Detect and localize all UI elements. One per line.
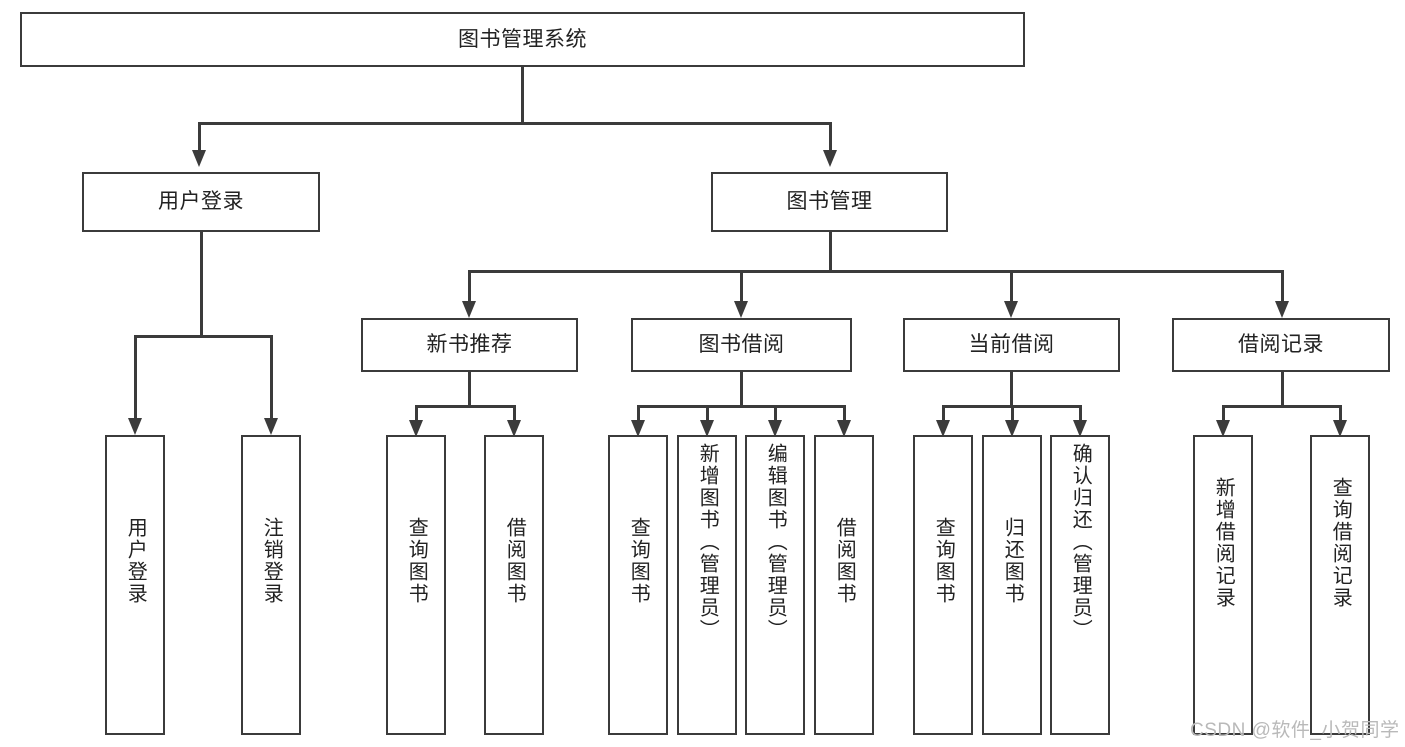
node-leaf-logout[interactable]: 注销登录 <box>241 435 301 735</box>
arrowhead-to-user-login <box>192 150 206 167</box>
arrowhead-leaf-edit-book <box>768 420 782 437</box>
node-leaf-query-book-3[interactable]: 查询图书 <box>913 435 973 735</box>
arrowhead-leaf-return-book <box>1005 420 1019 437</box>
arrowhead-leaf-add-record <box>1216 420 1230 437</box>
node-leaf-query-record-label: 查询借阅记录 <box>1329 477 1352 609</box>
node-new-book-recommend-label: 新书推荐 <box>426 333 513 357</box>
arrowhead-to-book-manage <box>823 150 837 167</box>
node-leaf-borrow-book-1-label: 借阅图书 <box>503 517 526 605</box>
edge-book-manage-drop-3 <box>1010 270 1013 301</box>
node-book-manage[interactable]: 图书管理 <box>711 172 948 232</box>
edge-bb-drop-4 <box>843 405 846 420</box>
arrowhead-to-book-borrow <box>734 301 748 318</box>
edge-nbr-drop-2 <box>513 405 516 420</box>
node-current-borrow-label: 当前借阅 <box>968 333 1055 357</box>
arrowhead-to-current-borrow <box>1004 301 1018 318</box>
node-leaf-return-book[interactable]: 归还图书 <box>982 435 1042 735</box>
edge-book-manage-bus <box>468 270 1281 273</box>
edge-br-drop-1 <box>1222 405 1225 420</box>
node-leaf-add-record[interactable]: 新增借阅记录 <box>1193 435 1253 735</box>
node-root[interactable]: 图书管理系统 <box>20 12 1025 67</box>
edge-user-login-stem <box>200 232 203 335</box>
node-leaf-query-book-3-label: 查询图书 <box>932 517 955 605</box>
edge-book-manage-stem <box>829 232 832 270</box>
watermark-text: CSDN @软件_小贺同学 <box>1190 720 1400 741</box>
node-leaf-query-book-2-label: 查询图书 <box>627 517 650 605</box>
node-leaf-borrow-book-2-label: 借阅图书 <box>833 517 856 605</box>
arrowhead-leaf-borrow-book-2 <box>837 420 851 437</box>
node-leaf-query-record[interactable]: 查询借阅记录 <box>1310 435 1370 735</box>
edge-cb-stem <box>1010 372 1013 405</box>
node-user-login[interactable]: 用户登录 <box>82 172 320 232</box>
node-leaf-edit-book[interactable]: 编辑图书（管理员） <box>745 435 805 735</box>
node-leaf-borrow-book-2[interactable]: 借阅图书 <box>814 435 874 735</box>
node-leaf-borrow-book-1[interactable]: 借阅图书 <box>484 435 544 735</box>
node-user-login-label: 用户登录 <box>158 190 244 214</box>
node-borrow-record-label: 借阅记录 <box>1238 333 1324 357</box>
edge-root-drop-right <box>829 122 832 150</box>
node-book-borrow-label: 图书借阅 <box>698 333 785 357</box>
edge-nbr-drop-1 <box>415 405 418 420</box>
edge-cb-drop-2 <box>1011 405 1014 420</box>
arrowhead-leaf-query-book-3 <box>936 420 950 437</box>
node-leaf-query-book-1[interactable]: 查询图书 <box>386 435 446 735</box>
edge-book-manage-drop-2 <box>740 270 743 301</box>
arrowhead-to-borrow-record <box>1275 301 1289 318</box>
arrowhead-leaf-query-book-2 <box>631 420 645 437</box>
arrowhead-leaf-add-book <box>700 420 714 437</box>
node-leaf-query-book-2[interactable]: 查询图书 <box>608 435 668 735</box>
edge-root-drop-left <box>198 122 201 150</box>
node-leaf-add-book-label: 新增图书（管理员） <box>696 443 719 641</box>
edge-bb-drop-1 <box>637 405 640 420</box>
node-leaf-edit-book-label: 编辑图书（管理员） <box>764 443 787 641</box>
edge-nbr-stem <box>468 372 471 405</box>
node-leaf-user-login[interactable]: 用户登录 <box>105 435 165 735</box>
node-book-borrow[interactable]: 图书借阅 <box>631 318 852 372</box>
node-leaf-user-login-label: 用户登录 <box>124 517 147 605</box>
arrowhead-leaf-confirm-return <box>1073 420 1087 437</box>
edge-nbr-bus <box>415 405 513 408</box>
edge-root-stem <box>521 67 524 122</box>
node-leaf-logout-label: 注销登录 <box>260 517 283 605</box>
edge-book-manage-drop-1 <box>468 270 471 301</box>
node-leaf-query-book-1-label: 查询图书 <box>405 517 428 605</box>
arrowhead-to-new-book-recommend <box>462 301 476 318</box>
node-current-borrow[interactable]: 当前借阅 <box>903 318 1120 372</box>
node-book-manage-label: 图书管理 <box>786 190 873 214</box>
edge-cb-drop-1 <box>942 405 945 420</box>
arrowhead-leaf-user-login <box>128 418 142 435</box>
edge-user-login-drop-2 <box>270 335 273 418</box>
edge-bb-drop-2 <box>706 405 709 420</box>
edge-user-login-drop-1 <box>134 335 137 418</box>
node-root-label: 图书管理系统 <box>458 27 587 51</box>
arrowhead-leaf-query-book-1 <box>409 420 423 437</box>
arrowhead-leaf-borrow-book-1 <box>507 420 521 437</box>
edge-root-bus <box>198 122 832 125</box>
edge-br-bus <box>1222 405 1340 408</box>
node-leaf-add-record-label: 新增借阅记录 <box>1212 477 1235 609</box>
node-borrow-record[interactable]: 借阅记录 <box>1172 318 1390 372</box>
arrowhead-leaf-query-record <box>1333 420 1347 437</box>
edge-bb-drop-3 <box>774 405 777 420</box>
edge-bb-stem <box>740 372 743 405</box>
edge-br-stem <box>1281 372 1284 405</box>
edge-bb-bus <box>637 405 845 408</box>
arrowhead-leaf-logout <box>264 418 278 435</box>
edge-br-drop-2 <box>1339 405 1342 420</box>
node-leaf-return-book-label: 归还图书 <box>1001 517 1024 605</box>
edge-book-manage-drop-4 <box>1281 270 1284 301</box>
node-leaf-confirm-return[interactable]: 确认归还（管理员） <box>1050 435 1110 735</box>
edge-user-login-bus <box>134 335 272 338</box>
node-leaf-add-book[interactable]: 新增图书（管理员） <box>677 435 737 735</box>
node-new-book-recommend[interactable]: 新书推荐 <box>361 318 578 372</box>
node-leaf-confirm-return-label: 确认归还（管理员） <box>1069 443 1092 641</box>
edge-cb-drop-3 <box>1079 405 1082 420</box>
